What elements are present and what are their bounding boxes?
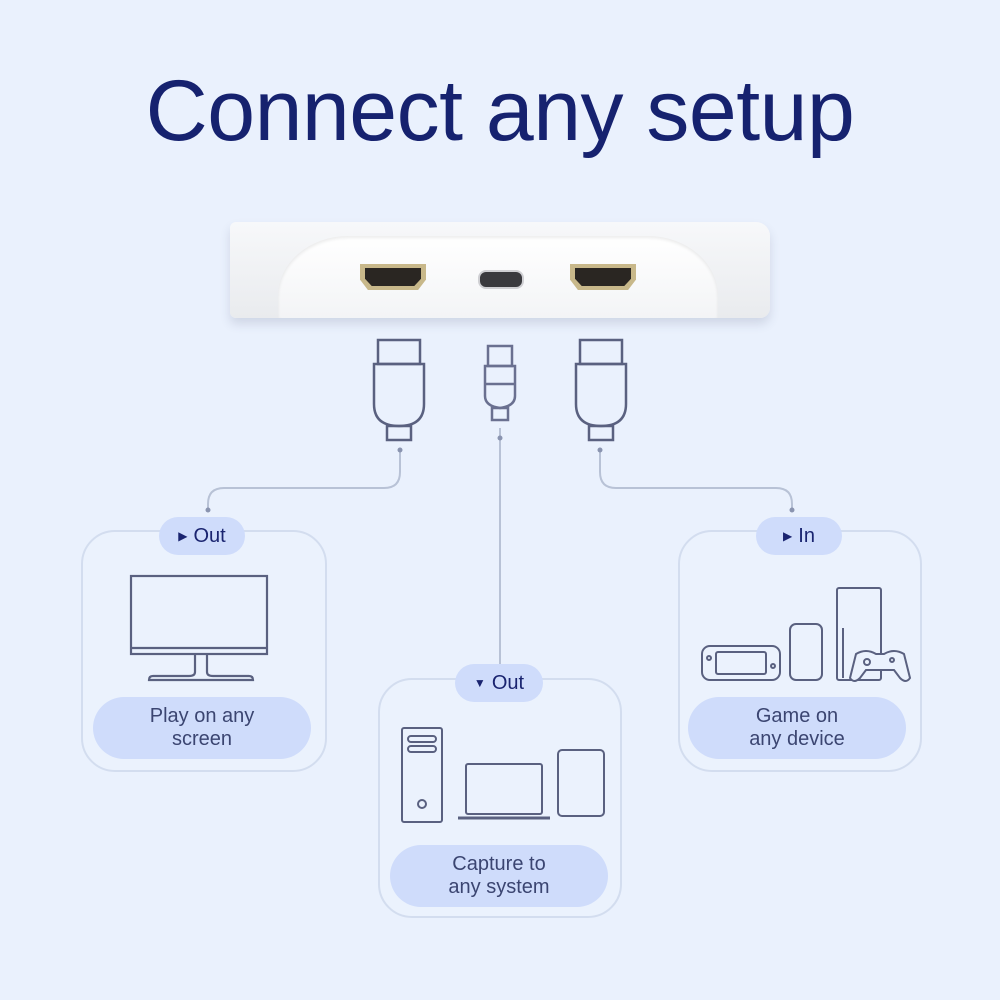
hdmi-port-left [360, 264, 426, 290]
gaming-devices-icons [701, 587, 912, 682]
hdmi-port-right [570, 264, 636, 290]
usb-c-plug-icon [483, 344, 517, 422]
badge-in-device: ▶In [756, 517, 842, 555]
monitor-icon [129, 574, 269, 682]
page-title: Connect any setup [145, 63, 855, 159]
gamepad-icon [848, 650, 912, 682]
badge-out-screen: ▶Out [159, 517, 245, 555]
hdmi-plug-icon [574, 338, 628, 442]
arrow-right-icon: ▶ [783, 529, 793, 543]
arrow-right-icon: ▶ [178, 529, 188, 543]
connector-line-left [207, 448, 401, 510]
connector-line-right [599, 448, 793, 510]
smartphone-icon [789, 623, 823, 681]
tablet-icon [557, 749, 605, 817]
capture-device [230, 222, 770, 318]
desktop-tower-icon [401, 727, 443, 823]
usb-c-port [478, 270, 524, 289]
badge-out-system: ▼Out [455, 664, 543, 702]
device-port-panel [278, 236, 718, 318]
arrow-down-icon: ▼ [473, 676, 486, 690]
laptop-icon [458, 763, 550, 820]
handheld-console-icon [701, 645, 781, 681]
hdmi-plug-icon [372, 338, 426, 442]
computer-devices-icons [401, 727, 605, 823]
